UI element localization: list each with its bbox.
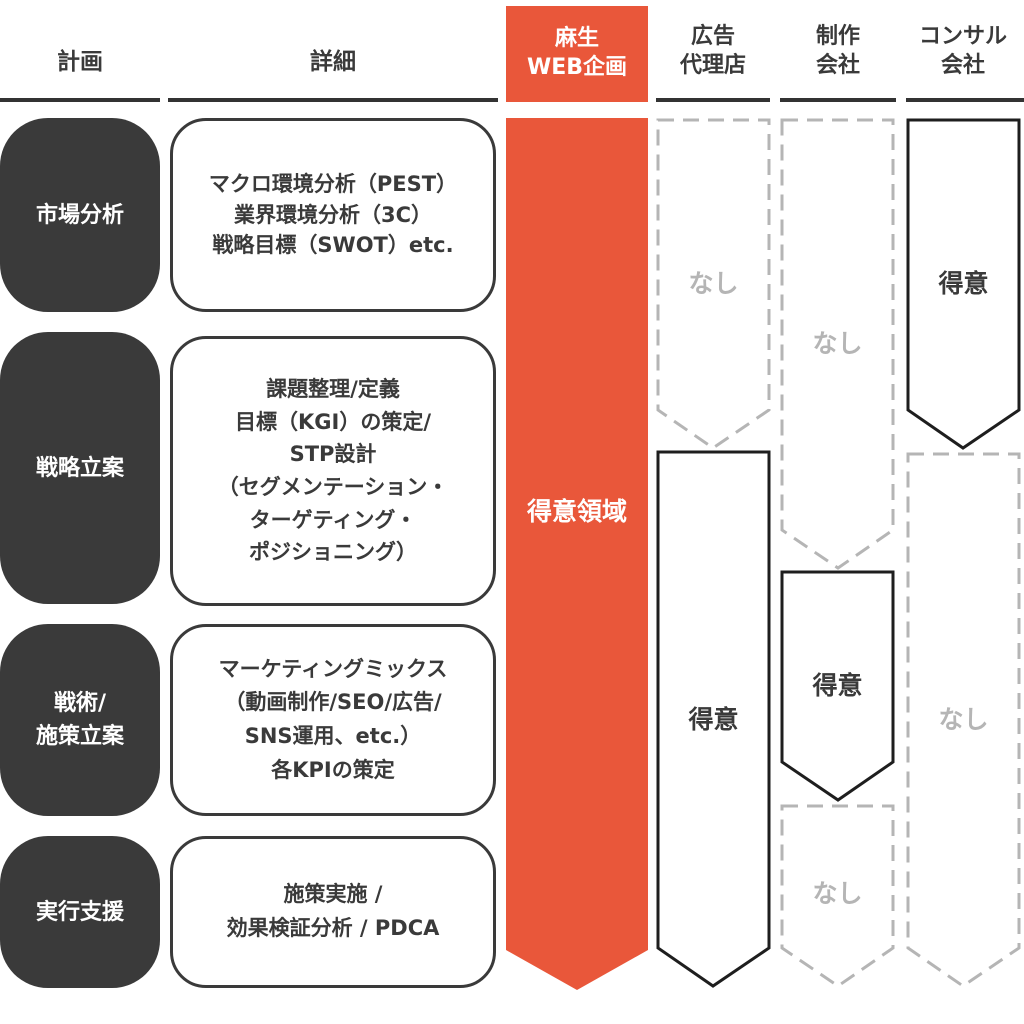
detail-line: 戦略目標（SWOT）etc. [212, 233, 454, 258]
detail-line: 課題整理/定義 [266, 377, 400, 402]
header-consulting-line1: コンサル [918, 24, 1007, 50]
header-production: 制作 会社 [780, 12, 896, 92]
header-ad-agency-line1: 広告 [690, 24, 735, 50]
header-rule-production [780, 98, 896, 102]
production-none-arrow-1 [780, 118, 895, 570]
ad-agency-none-arrow [656, 118, 771, 450]
phase-label: 戦略立案 [35, 455, 124, 481]
header-rule-plan [0, 98, 160, 102]
header-consulting: コンサル 会社 [902, 12, 1024, 92]
production-none-label-1: なし [812, 329, 863, 358]
detail-market-analysis: マクロ環境分析（PEST） 業界環境分析（3C） 戦略目標（SWOT）etc. [170, 118, 496, 312]
phase-strategy-planning: 戦略立案 [0, 332, 160, 604]
header-rule-ad-agency [656, 98, 770, 102]
ad-agency-strong-arrow [656, 450, 771, 988]
phase-execution-support: 実行支援 [0, 836, 160, 988]
header-plan: 計画 [57, 49, 103, 76]
phase-label: 市場分析 [35, 202, 124, 228]
ad-agency-none-label: なし [688, 269, 739, 298]
header-ad-agency: 広告 代理店 [656, 12, 770, 92]
ad-agency-strong-label: 得意 [688, 705, 739, 734]
consulting-none-arrow [906, 452, 1021, 988]
detail-line: マーケティングミックス [218, 656, 448, 681]
production-none-label-2: なし [812, 879, 863, 908]
production-none-arrow-2 [780, 804, 895, 988]
detail-line: （動画制作/SEO/広告/ [224, 690, 442, 715]
phase-label: 施策立案 [35, 724, 124, 749]
header-consulting-line2: 会社 [940, 53, 985, 78]
detail-line: （セグメンテーション・ [217, 475, 449, 499]
detail-line: 効果検証分析 / PDCA [226, 916, 440, 940]
detail-line: 施策実施 / [283, 882, 383, 907]
aso-coverage-label: 得意領域 [526, 497, 627, 526]
phase-label: 実行支援 [35, 899, 124, 925]
detail-line: SNS運用、etc.） [244, 724, 422, 748]
consulting-none-label: なし [938, 705, 989, 734]
consulting-strong-arrow [906, 118, 1021, 450]
header-production-line2: 会社 [815, 53, 860, 78]
header-aso-web: 麻生 WEB企画 [506, 6, 648, 102]
detail-strategy-planning: 課題整理/定義 目標（KGI）の策定/ STP設計 （セグメンテーション・ ター… [170, 336, 496, 606]
detail-line: 各KPIの策定 [271, 757, 395, 782]
detail-line: 目標（KGI）の策定/ [235, 409, 431, 434]
production-strong-arrow [780, 570, 895, 802]
phase-market-analysis: 市場分析 [0, 118, 160, 312]
header-detail: 詳細 [310, 49, 356, 76]
production-strong-label: 得意 [812, 671, 863, 700]
detail-line: 業界環境分析（3C） [233, 202, 433, 227]
detail-line: STP設計 [289, 442, 377, 467]
header-aso-line2: WEB企画 [526, 55, 628, 80]
detail-line: ターゲティング・ [249, 507, 417, 532]
header-rule-detail [168, 98, 498, 102]
aso-coverage-arrow [506, 118, 648, 990]
phase-label: 戦術/ [53, 691, 107, 716]
consulting-strong-label: 得意 [938, 269, 989, 298]
header-aso-line1: 麻生 [554, 26, 599, 52]
header-ad-agency-line2: 代理店 [679, 53, 746, 78]
header-rule-consulting [906, 98, 1024, 102]
detail-tactics-planning: マーケティングミックス （動画制作/SEO/広告/ SNS運用、etc.） 各K… [170, 624, 496, 816]
detail-line: ポジショニング） [249, 540, 417, 565]
detail-line: マクロ環境分析（PEST） [208, 172, 458, 197]
header-production-line1: 制作 [815, 24, 860, 50]
detail-execution-support: 施策実施 / 効果検証分析 / PDCA [170, 836, 496, 988]
phase-tactics-planning: 戦術/ 施策立案 [0, 624, 160, 816]
